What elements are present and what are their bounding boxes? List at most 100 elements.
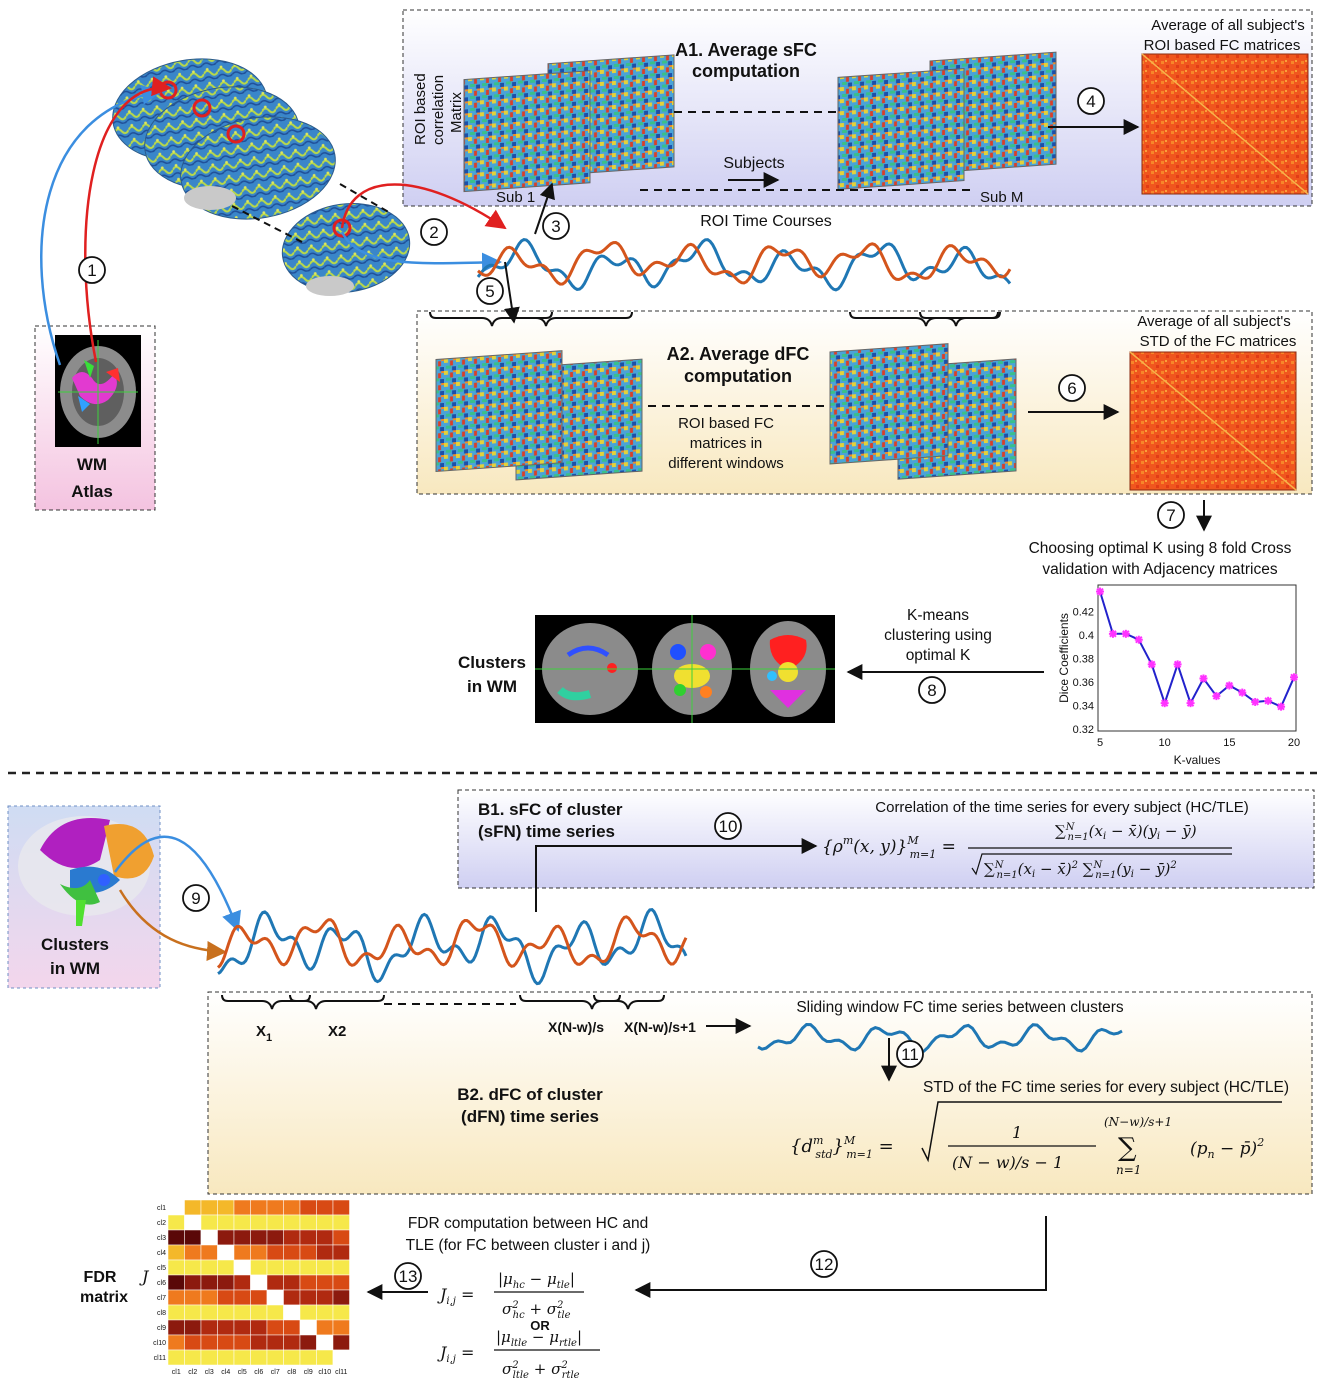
svg-text:(pn − p̄)2: (pn − p̄)2 xyxy=(1190,1136,1264,1161)
fdr-cell xyxy=(283,1199,301,1216)
b1-corr-label: Correlation of the time series for every… xyxy=(875,799,1248,816)
step12-arrow xyxy=(634,1216,1047,1298)
fdr-cell xyxy=(332,1259,350,1276)
fdr-cell xyxy=(316,1334,334,1351)
fdr-cell xyxy=(233,1214,251,1231)
fdr-cell xyxy=(200,1199,218,1216)
fdr-cell xyxy=(167,1349,185,1366)
svg-text:3: 3 xyxy=(551,217,560,236)
fdr-cell xyxy=(332,1274,350,1291)
a1-average-diagonal xyxy=(1141,53,1309,195)
fdr-row-label: cl1 xyxy=(157,1205,166,1212)
a1-avg-line2: ROI based FC matrices xyxy=(1144,37,1301,54)
fdr-cell xyxy=(266,1304,284,1321)
a2-title-line2: computation xyxy=(684,366,792,386)
fdr-row-label: cl9 xyxy=(157,1325,166,1332)
fdr-row-label: cl3 xyxy=(157,1235,166,1242)
svg-text:|μltle − μrtle|: |μltle − μrtle| xyxy=(496,1328,582,1349)
b2-title-line1: B2. dFC of cluster xyxy=(457,1085,603,1104)
dice-point xyxy=(1096,587,1104,596)
fdr-cell xyxy=(316,1349,334,1366)
fdr-matrix: cl1cl1cl2cl2cl3cl3cl4cl4cl5cl5cl6cl6cl7c… xyxy=(153,1199,350,1376)
fdr-cell xyxy=(316,1244,334,1261)
fdr-col-label: cl11 xyxy=(335,1369,347,1376)
step-12-badge: 12 xyxy=(810,1250,838,1278)
fdr-cell xyxy=(283,1334,301,1351)
fdr-cell xyxy=(167,1214,185,1231)
fdr-cell xyxy=(217,1349,235,1366)
fdr-cell xyxy=(283,1349,301,1366)
b2-x1-label: X1 xyxy=(256,1023,272,1044)
b2-window-braces xyxy=(221,994,665,1010)
chart-xlabel: K-values xyxy=(1174,753,1221,767)
svg-text:{ρm(x, y)}Mm=1 =: {ρm(x, y)}Mm=1 = xyxy=(822,834,956,861)
fdr-cell xyxy=(332,1334,350,1351)
dice-point xyxy=(1199,674,1208,683)
fdr-cell xyxy=(250,1214,268,1231)
svg-text:7: 7 xyxy=(1166,506,1175,525)
dice-point xyxy=(1134,635,1143,644)
a2-title-line1: A2. Average dFC xyxy=(667,344,810,364)
fdr-cell xyxy=(217,1214,235,1231)
svg-text:9: 9 xyxy=(191,889,200,908)
svg-text:∑: ∑ xyxy=(1118,1133,1137,1163)
dice-point xyxy=(1108,629,1117,638)
fdr-cell xyxy=(266,1319,284,1336)
fdr-col-label: cl7 xyxy=(271,1369,280,1376)
fdr-col-label: cl6 xyxy=(254,1369,263,1376)
fdr-cell xyxy=(217,1334,235,1351)
a1-subm-label: Sub M xyxy=(980,189,1023,206)
dice-point xyxy=(1225,681,1234,690)
fdr-cell xyxy=(250,1199,268,1216)
clusters-wm-line1: Clusters xyxy=(458,653,526,672)
fdr-cell xyxy=(167,1274,185,1291)
a2-fc-matrices-left xyxy=(435,350,643,481)
fdr-cell xyxy=(299,1349,317,1366)
fdr-col-label: cl2 xyxy=(188,1369,197,1376)
b1-title-line1: B1. sFC of cluster xyxy=(478,800,623,819)
fdr-or-label: OR xyxy=(530,1318,550,1333)
sliding-fc-series xyxy=(757,1022,1123,1054)
fdr-cell xyxy=(233,1244,251,1261)
fdr-cell xyxy=(266,1199,284,1216)
svg-text:(N − w)/s − 1: (N − w)/s − 1 xyxy=(952,1153,1063,1172)
svg-text:8: 8 xyxy=(927,681,936,700)
svg-text:(N−w)/s+1: (N−w)/s+1 xyxy=(1104,1115,1172,1129)
chart-xtick: 10 xyxy=(1159,737,1171,749)
wm-atlas-image xyxy=(55,335,141,447)
fdr-cell xyxy=(299,1244,317,1261)
fdr-cell xyxy=(332,1319,350,1336)
fdr-cell xyxy=(316,1304,334,1321)
fdr-cell xyxy=(266,1259,284,1276)
fdr-cell xyxy=(299,1304,317,1321)
a2-avg-line1: Average of all subject's xyxy=(1137,313,1291,330)
fdr-cell xyxy=(250,1319,268,1336)
fdr-cell xyxy=(233,1304,251,1321)
fdr-cell xyxy=(167,1229,185,1246)
step-5-badge: 5 xyxy=(476,277,504,305)
b2-x2-label: X2 xyxy=(328,1023,346,1040)
a1-ylabel-line3: Matrix xyxy=(448,92,465,133)
fdr-cell xyxy=(184,1304,202,1321)
brain-single xyxy=(281,203,411,296)
dice-point xyxy=(1147,660,1156,669)
fdr-cell xyxy=(332,1244,350,1261)
fdr-col-label: cl3 xyxy=(205,1369,214,1376)
svg-text:10: 10 xyxy=(719,817,738,836)
a2-mid-line1: ROI based FC xyxy=(678,415,774,432)
dice-point xyxy=(1121,629,1130,638)
fdr-col-label: cl8 xyxy=(287,1369,296,1376)
fdr-cell xyxy=(200,1229,218,1246)
atlas-label-line2: Atlas xyxy=(71,482,113,501)
a2-fc-matrices-right xyxy=(829,343,1017,480)
svg-text:13: 13 xyxy=(399,1267,418,1286)
dice-point xyxy=(1264,696,1273,705)
fdr-cell xyxy=(283,1229,301,1246)
fdr-row-label: cl2 xyxy=(157,1220,166,1227)
fdr-cell xyxy=(233,1349,251,1366)
fdr-cell xyxy=(217,1304,235,1321)
fdr-cell xyxy=(316,1259,334,1276)
fdr-cell xyxy=(332,1349,350,1366)
fdr-cell xyxy=(299,1319,317,1336)
brain-connector-2 xyxy=(339,183,393,215)
